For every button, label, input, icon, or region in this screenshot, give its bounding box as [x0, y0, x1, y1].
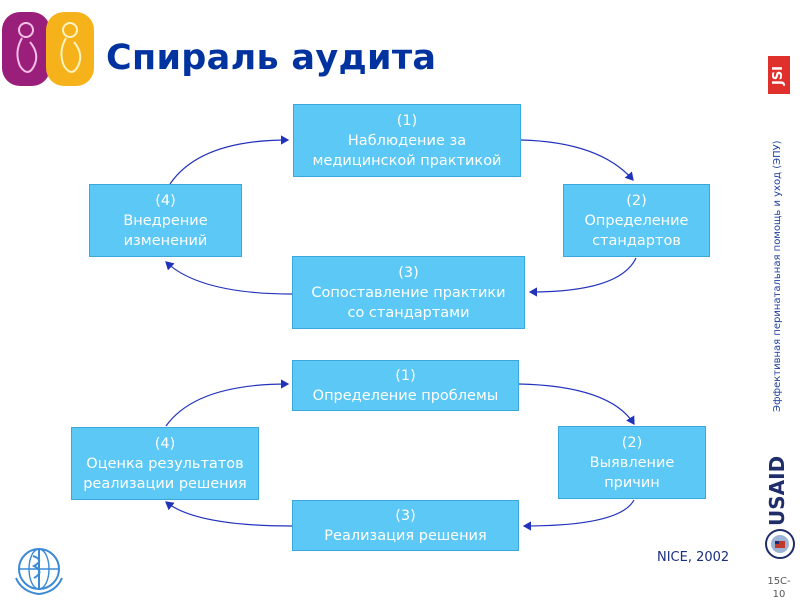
bottom-box-3: (3) Реализация решения — [292, 500, 519, 551]
bottom-box-1: (1) Определение проблемы — [292, 360, 519, 411]
arrow-3-to-4 — [166, 262, 292, 294]
who-emblem-icon — [12, 542, 66, 596]
usaid-logo-text: USAID — [765, 456, 789, 526]
usaid-logo-icon: USAID — [762, 452, 796, 528]
top-box-1-label: (1) Наблюдение за медицинской практикой — [313, 111, 502, 171]
top-box-2-label: (2) Определение стандартов — [585, 191, 689, 251]
top-box-4-label: (4) Внедрение изменений — [123, 191, 207, 251]
jsi-logo-icon: JSI — [768, 56, 790, 94]
slide-number: 15C- 10 — [764, 575, 794, 601]
top-box-3: (3) Сопоставление практики со стандартам… — [292, 256, 525, 329]
arrow-4-to-1 — [170, 140, 288, 184]
arrow-b4-to-b1 — [166, 384, 288, 426]
arrow-2-to-3 — [530, 258, 636, 292]
top-box-2: (2) Определение стандартов — [563, 184, 710, 257]
arrow-1-to-2 — [521, 140, 633, 180]
bottom-box-4-label: (4) Оценка результатов реализации решени… — [83, 434, 247, 494]
sidebar-vertical-text: Эффективная перинатальная помощь и уход … — [772, 140, 783, 412]
us-seal-icon — [764, 528, 796, 560]
bottom-box-1-label: (1) Определение проблемы — [313, 366, 499, 406]
arrow-b2-to-b3 — [524, 500, 634, 526]
top-box-3-label: (3) Сопоставление практики со стандартам… — [311, 263, 505, 323]
source-citation: NICE, 2002 — [657, 550, 729, 565]
bottom-box-2: (2) Выявление причин — [558, 426, 706, 499]
bottom-box-3-label: (3) Реализация решения — [324, 506, 486, 546]
top-box-4: (4) Внедрение изменений — [89, 184, 242, 257]
jsi-logo-text: JSI — [771, 65, 786, 84]
bottom-box-2-label: (2) Выявление причин — [590, 433, 675, 493]
top-box-1: (1) Наблюдение за медицинской практикой — [293, 104, 521, 177]
arrow-b3-to-b4 — [166, 502, 292, 526]
bottom-box-4: (4) Оценка результатов реализации решени… — [71, 427, 259, 500]
arrow-b1-to-b2 — [519, 384, 634, 424]
